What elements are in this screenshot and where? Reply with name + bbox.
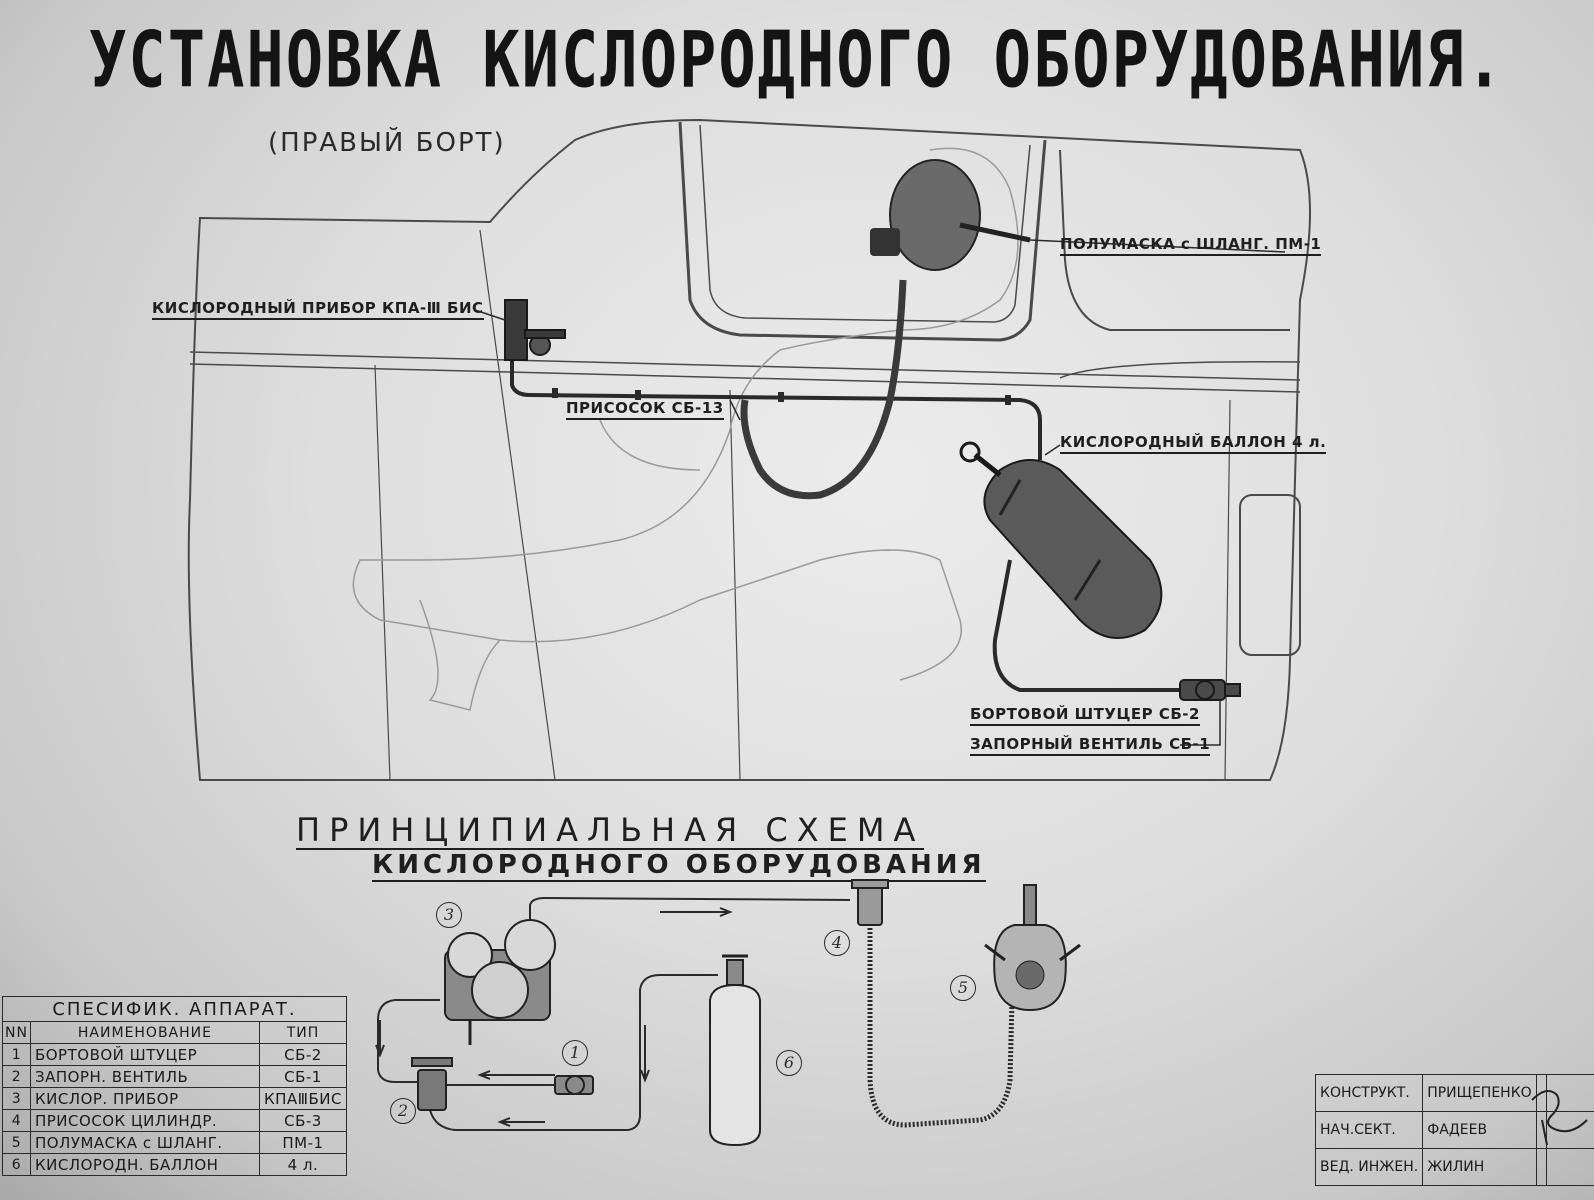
spec-row: 5 ПОЛУМАСКА с ШЛАНГ. ПМ-1 (2, 1131, 347, 1154)
schema-callout-5: 5 (950, 975, 976, 1001)
signature-name: ЖИЛИН (1422, 1148, 1537, 1186)
schema-tube-bottom (429, 974, 718, 1131)
drawing-subtitle: (ПРАВЫЙ БОРТ) (268, 128, 506, 158)
pilot-figure (352, 147, 1019, 681)
label-half-mask: ПОЛУМАСКА с ШЛАНГ. ПМ-1 (1060, 236, 1322, 256)
schema-callout-1: 1 (562, 1040, 588, 1066)
spec-row: 1 БОРТОВОЙ ШТУЦЕР СБ-2 (2, 1043, 347, 1066)
spec-cell-name: ПРИСОСОК ЦИЛИНДР. (29, 1109, 260, 1132)
signature-block: КОНСТРУКТ. ПРИЩЕПЕНКО НАЧ.СЕКТ. ФАДЕЕВ В… (1314, 1074, 1594, 1186)
spec-caption: СПЕСИФИК. АППАРАТ. (2, 996, 347, 1022)
schema-callout-3: 3 (436, 902, 462, 928)
schema-suction-cylinder (851, 879, 889, 926)
oxygen-half-mask (870, 159, 1031, 271)
signature-role: ВЕД. ИНЖЕН. (1314, 1148, 1424, 1186)
label-suction-cup: ПРИСОСОК СБ-13 (566, 400, 724, 420)
signature-row: ВЕД. ИНЖЕН. ЖИЛИН (1314, 1148, 1594, 1186)
handwritten-signature-icon (1531, 1090, 1588, 1146)
spec-cell-name: БОРТОВОЙ ШТУЦЕР (29, 1043, 260, 1066)
charging-line (992, 559, 1180, 692)
signature-row: КОНСТРУКТ. ПРИЩЕПЕНКО (1314, 1074, 1594, 1112)
schema-tube-left (377, 999, 440, 1083)
signature-name: ФАДЕЕВ (1422, 1111, 1537, 1149)
spec-cell-type: 4 л. (258, 1153, 347, 1176)
oxygen-device-kpa (504, 299, 566, 361)
spec-cell-num: 4 (2, 1109, 31, 1132)
mask-hose (740, 279, 907, 500)
specification-table: СПЕСИФИК. АППАРАТ. NN НАИМЕНОВАНИЕ ТИП 1… (2, 996, 347, 1176)
schema-tube-top (529, 896, 851, 925)
schema-oxygen-cylinder (709, 954, 761, 1147)
signature-cell (1546, 1148, 1594, 1186)
schema-half-mask (984, 884, 1081, 1012)
oxygen-pipe (510, 330, 1042, 460)
board-fitting-and-valve (1179, 679, 1241, 701)
signature-role: КОНСТРУКТ. (1314, 1074, 1424, 1112)
spec-cell-num: 6 (2, 1153, 31, 1176)
spec-cell-name: КИСЛОРОДН. БАЛЛОН (29, 1153, 260, 1176)
schema-callout-6: 6 (776, 1050, 802, 1076)
label-shutoff-valve: ЗАПОРНЫЙ ВЕНТИЛЬ СБ-1 (970, 736, 1211, 756)
spec-header-name: НАИМЕНОВАНИЕ (29, 1021, 260, 1044)
side-hatch (1239, 494, 1301, 656)
schema-kpa-device (444, 919, 556, 1045)
spec-cell-name: КИСЛОР. ПРИБОР (29, 1087, 260, 1110)
schema-board-fitting (554, 1075, 594, 1095)
label-oxygen-device: КИСЛОРОДНЫЙ ПРИБОР КПА-Ⅲ БИС (152, 300, 484, 320)
schema-title-line1: ПРИНЦИПИАЛЬНАЯ СХЕМА (296, 811, 925, 850)
label-oxygen-cylinder: КИСЛОРОДНЫЙ БАЛЛОН 4 л. (1060, 434, 1327, 454)
cockpit-installation-drawing (187, 118, 1311, 781)
label-board-fitting: БОРТОВОЙ ШТУЦЕР СБ-2 (970, 706, 1200, 726)
spec-cell-num: 2 (2, 1065, 31, 1088)
spec-cell-num: 5 (2, 1131, 31, 1154)
spec-header-num: NN (2, 1021, 31, 1044)
fuselage-outline (187, 118, 1311, 781)
spec-cell-name: ПОЛУМАСКА с ШЛАНГ. (29, 1131, 260, 1154)
spec-cell-type: СБ-3 (258, 1109, 347, 1132)
spec-cell-num: 1 (2, 1043, 31, 1066)
drawing-title: УСТАНОВКА КИСЛОРОДНОГО ОБОРУДОВАНИЯ. (89, 14, 1505, 106)
spec-row: 3 КИСЛОР. ПРИБОР КПАⅢБИС (2, 1087, 347, 1110)
oxygen-cylinder-4l (959, 441, 1163, 639)
longeron (189, 351, 1301, 381)
signature-name: ПРИЩЕПЕНКО (1422, 1074, 1537, 1112)
signature-date (1535, 1148, 1548, 1186)
spec-cell-type: СБ-2 (258, 1043, 347, 1066)
schema-title-line2: КИСЛОРОДНОГО ОБОРУДОВАНИЯ (372, 850, 986, 882)
schema-callout-2: 2 (390, 1098, 416, 1124)
signature-role: НАЧ.СЕКТ. (1314, 1111, 1424, 1149)
spec-cell-name: ЗАПОРН. ВЕНТИЛЬ (29, 1065, 260, 1088)
spec-cell-num: 3 (2, 1087, 31, 1110)
schema-shutoff-valve (411, 1057, 453, 1111)
schema-callout-4: 4 (824, 930, 850, 956)
spec-row: 6 КИСЛОРОДН. БАЛЛОН 4 л. (2, 1153, 347, 1176)
spec-cell-type: СБ-1 (258, 1065, 347, 1088)
spec-cell-type: ПМ-1 (258, 1131, 347, 1154)
spec-header-type: ТИП (258, 1021, 347, 1044)
spec-row: 2 ЗАПОРН. ВЕНТИЛЬ СБ-1 (2, 1065, 347, 1088)
spec-row: 4 ПРИСОСОК ЦИЛИНДР. СБ-3 (2, 1109, 347, 1132)
canopy-frame (678, 121, 1047, 342)
schema-mask-hose (867, 920, 1015, 1128)
spec-cell-type: КПАⅢБИС (258, 1087, 347, 1110)
